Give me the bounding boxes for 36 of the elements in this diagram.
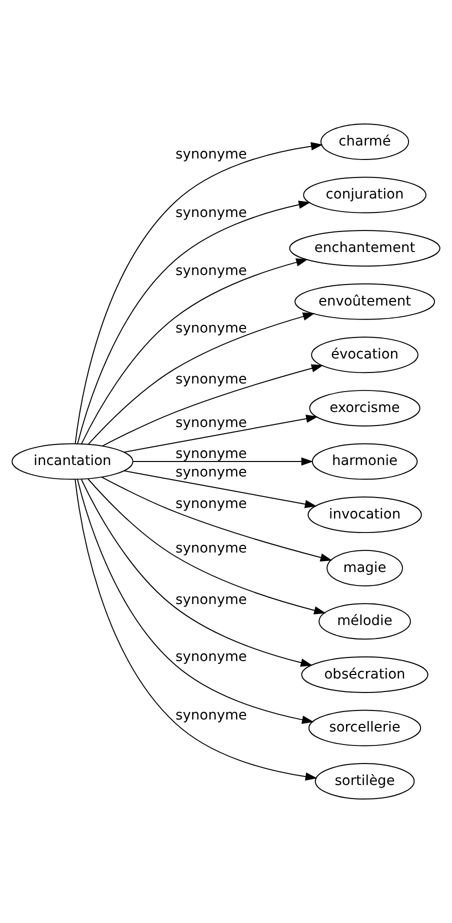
- edge-label: synonyme: [176, 649, 247, 666]
- node-ellipse: harmonie: [312, 443, 418, 480]
- arrow: [123, 414, 318, 453]
- edge-label: synonyme: [176, 415, 247, 432]
- node-ellipse: sortilège: [314, 763, 415, 800]
- arrow: [101, 476, 332, 562]
- node-ellipse: invocation: [308, 496, 422, 534]
- arrow: [74, 478, 318, 781]
- edge-label: synonyme: [176, 263, 247, 280]
- edge-label: synonyme: [176, 320, 247, 336]
- arrow: [77, 200, 311, 444]
- node-ellipse: sorcellerie: [308, 710, 422, 746]
- node-ellipse: conjuration: [303, 176, 426, 214]
- node-ellipse: magie: [326, 550, 403, 586]
- arrow: [123, 470, 317, 508]
- edge-label: synonyme: [176, 464, 247, 480]
- edge-label: synonyme: [176, 496, 247, 512]
- node-ellipse: mélodie: [318, 603, 411, 640]
- edge-label: synonyme: [176, 592, 247, 608]
- node-ellipse: exorcisme: [309, 390, 420, 426]
- arrow: [87, 478, 326, 614]
- arrow: [88, 312, 315, 445]
- edge-label: synonyme: [176, 372, 247, 388]
- edge-label: synonyme: [176, 446, 247, 462]
- edge-label: synonyme: [176, 540, 247, 556]
- node-ellipse: charmé: [320, 123, 410, 160]
- arrow: [76, 478, 314, 724]
- edge-label: synonyme: [176, 146, 247, 163]
- node-ellipse: incantation: [12, 443, 134, 480]
- edge-label: synonyme: [176, 707, 247, 724]
- edge-label: synonyme: [176, 204, 247, 221]
- arrow: [80, 479, 313, 667]
- arrow: [102, 364, 324, 446]
- arrow: [132, 457, 314, 466]
- arrow: [74, 142, 323, 444]
- arrow: [81, 258, 308, 444]
